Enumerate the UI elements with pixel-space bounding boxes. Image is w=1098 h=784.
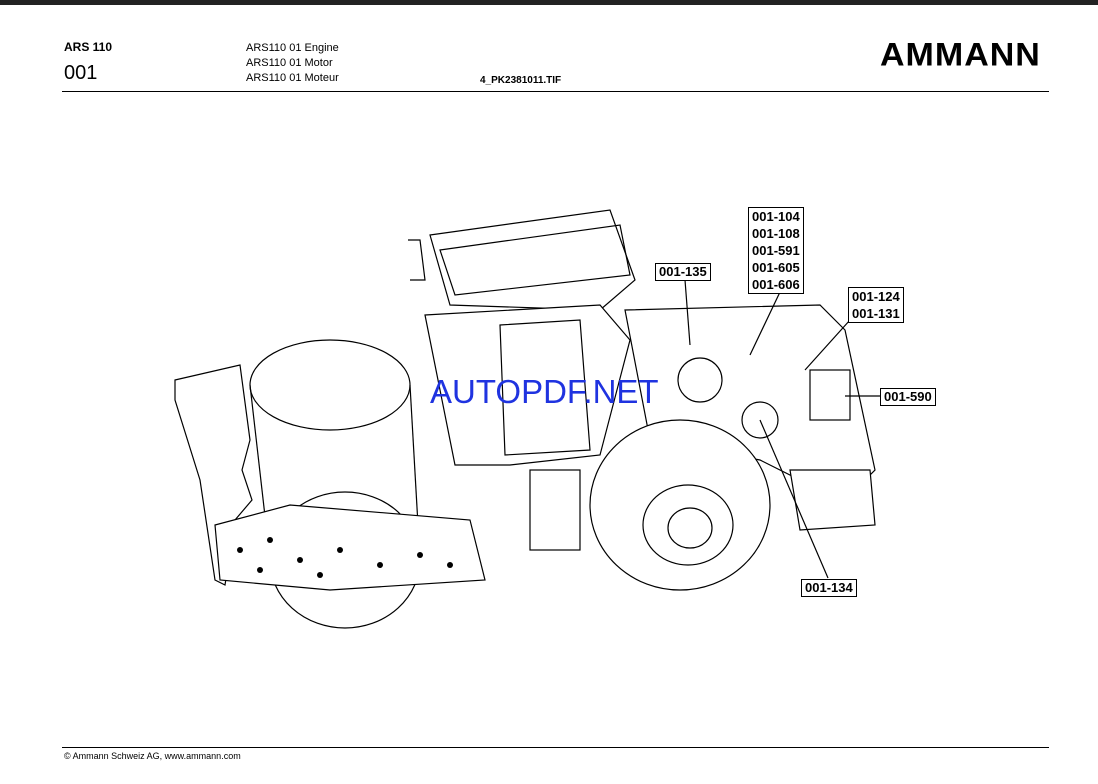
callout-001-124: 001-124 [852,289,900,304]
top-bar [0,0,1098,5]
callout-stack-1: 001-104 001-108 001-591 001-605 001-606 [748,207,804,294]
ammann-logo: AMMANN [880,36,1041,74]
callout-001-134: 001-134 [801,579,857,597]
callout-001-606: 001-606 [752,277,800,292]
model-name: ARS 110 [64,40,113,54]
header-divider [62,91,1049,92]
callout-001-131: 001-131 [852,306,900,321]
description-block: ARS110 01 Engine ARS110 01 Motor ARS110 … [246,41,339,86]
footer-copyright: © Ammann Schweiz AG, www.ammann.com [64,751,241,761]
callout-001-591: 001-591 [752,243,800,258]
callout-001-605: 001-605 [752,260,800,275]
file-name: 4_PK2381011.TIF [480,75,562,86]
callout-001-104: 001-104 [752,209,800,224]
footer-divider [62,747,1049,748]
callout-001-135: 001-135 [655,263,711,281]
section-code: 001 [64,62,98,84]
watermark-text: AUTOPDF.NET [430,373,659,410]
callout-001-590: 001-590 [880,388,936,406]
callout-001-108: 001-108 [752,226,800,241]
description-en: ARS110 01 Engine [246,42,339,54]
callout-stack-2: 001-124 001-131 [848,287,904,323]
description-de: ARS110 01 Motor [246,57,333,69]
description-fr: ARS110 01 Moteur [246,72,339,84]
